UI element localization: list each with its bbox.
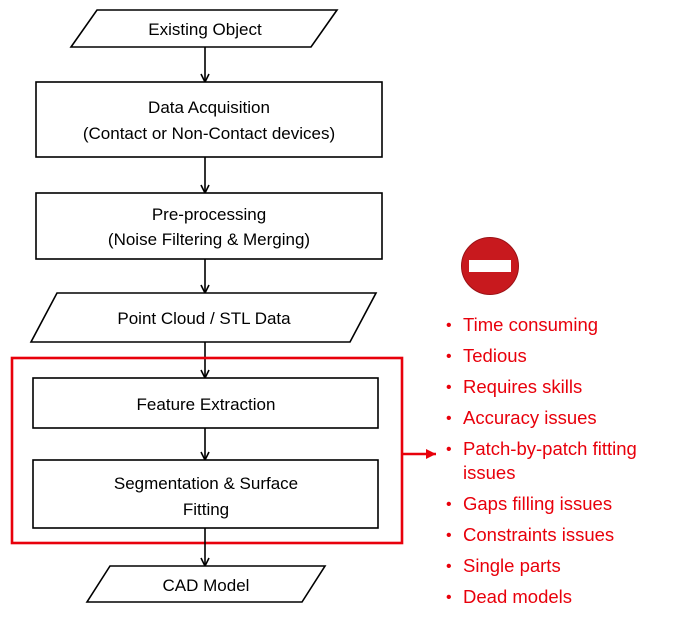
segmentation-subtitle: Fitting (183, 500, 229, 519)
issue-text: Dead models (463, 586, 572, 607)
issue-item: • Single parts (446, 555, 561, 576)
feature-extraction-node: Feature Extraction (32, 377, 379, 429)
issue-list: •Time consuming•Tedious•Requires skills•… (446, 314, 637, 607)
issue-text: Tedious (463, 345, 527, 366)
issue-text: Requires skills (463, 376, 582, 397)
preprocessing-box (35, 192, 383, 260)
preprocessing-node: Pre-processing (Noise Filtering & Mergin… (35, 192, 383, 260)
no-entry-icon (461, 237, 519, 295)
highlight-frame (10, 356, 404, 545)
segmentation-node: Segmentation & Surface Fitting (32, 459, 379, 529)
data-acquisition-title: Data Acquisition (148, 98, 270, 117)
issue-bullet: • (446, 441, 452, 458)
issue-text: issues (463, 462, 515, 483)
cad-model-node: CAD Model (85, 565, 327, 603)
cad-model-shape (85, 565, 327, 603)
issue-bullet: • (446, 496, 452, 513)
existing-object-node: Existing Object (69, 9, 339, 48)
issue-item: • Gaps filling issues (446, 493, 612, 514)
issue-text: Constraints issues (463, 524, 614, 545)
data-acquisition-subtitle: (Contact or Non-Contact devices) (83, 124, 335, 143)
preprocessing-title: Pre-processing (152, 205, 266, 224)
issue-text: Patch-by-patch fitting (463, 438, 637, 459)
issue-bullet: • (446, 317, 452, 334)
point-cloud-shape (29, 292, 378, 343)
data-acquisition-node: Data Acquisition (Contact or Non-Contact… (35, 81, 383, 158)
issue-text: Time consuming (463, 314, 598, 335)
issue-item: • Patch-by-patch fitting issues (446, 438, 637, 483)
issue-bullet: • (446, 348, 452, 365)
point-cloud-node: Point Cloud / STL Data (29, 292, 378, 343)
segmentation-title: Segmentation & Surface (114, 474, 298, 493)
issue-bullet: • (446, 410, 452, 427)
issue-bullet: • (446, 589, 452, 606)
feature-extraction-label: Feature Extraction (137, 395, 276, 414)
issue-text: Gaps filling issues (463, 493, 612, 514)
point-cloud-label: Point Cloud / STL Data (117, 309, 291, 328)
existing-object-label: Existing Object (148, 20, 262, 39)
issue-text: Accuracy issues (463, 407, 597, 428)
data-acquisition-box (35, 81, 383, 158)
issue-item: • Time consuming (446, 314, 598, 335)
issue-item: • Constraints issues (446, 524, 614, 545)
issue-text: Single parts (463, 555, 561, 576)
issue-item: • Dead models (446, 586, 572, 607)
issue-bullet: • (446, 379, 452, 396)
issue-item: • Accuracy issues (446, 407, 597, 428)
existing-object-shape (69, 9, 339, 48)
issue-item: • Requires skills (446, 376, 582, 397)
issue-bullet: • (446, 558, 452, 575)
issue-bullet: • (446, 527, 452, 544)
cad-model-label: CAD Model (163, 576, 250, 595)
issue-item: • Tedious (446, 345, 527, 366)
feature-extraction-box (32, 377, 379, 429)
preprocessing-subtitle: (Noise Filtering & Merging) (108, 230, 310, 249)
